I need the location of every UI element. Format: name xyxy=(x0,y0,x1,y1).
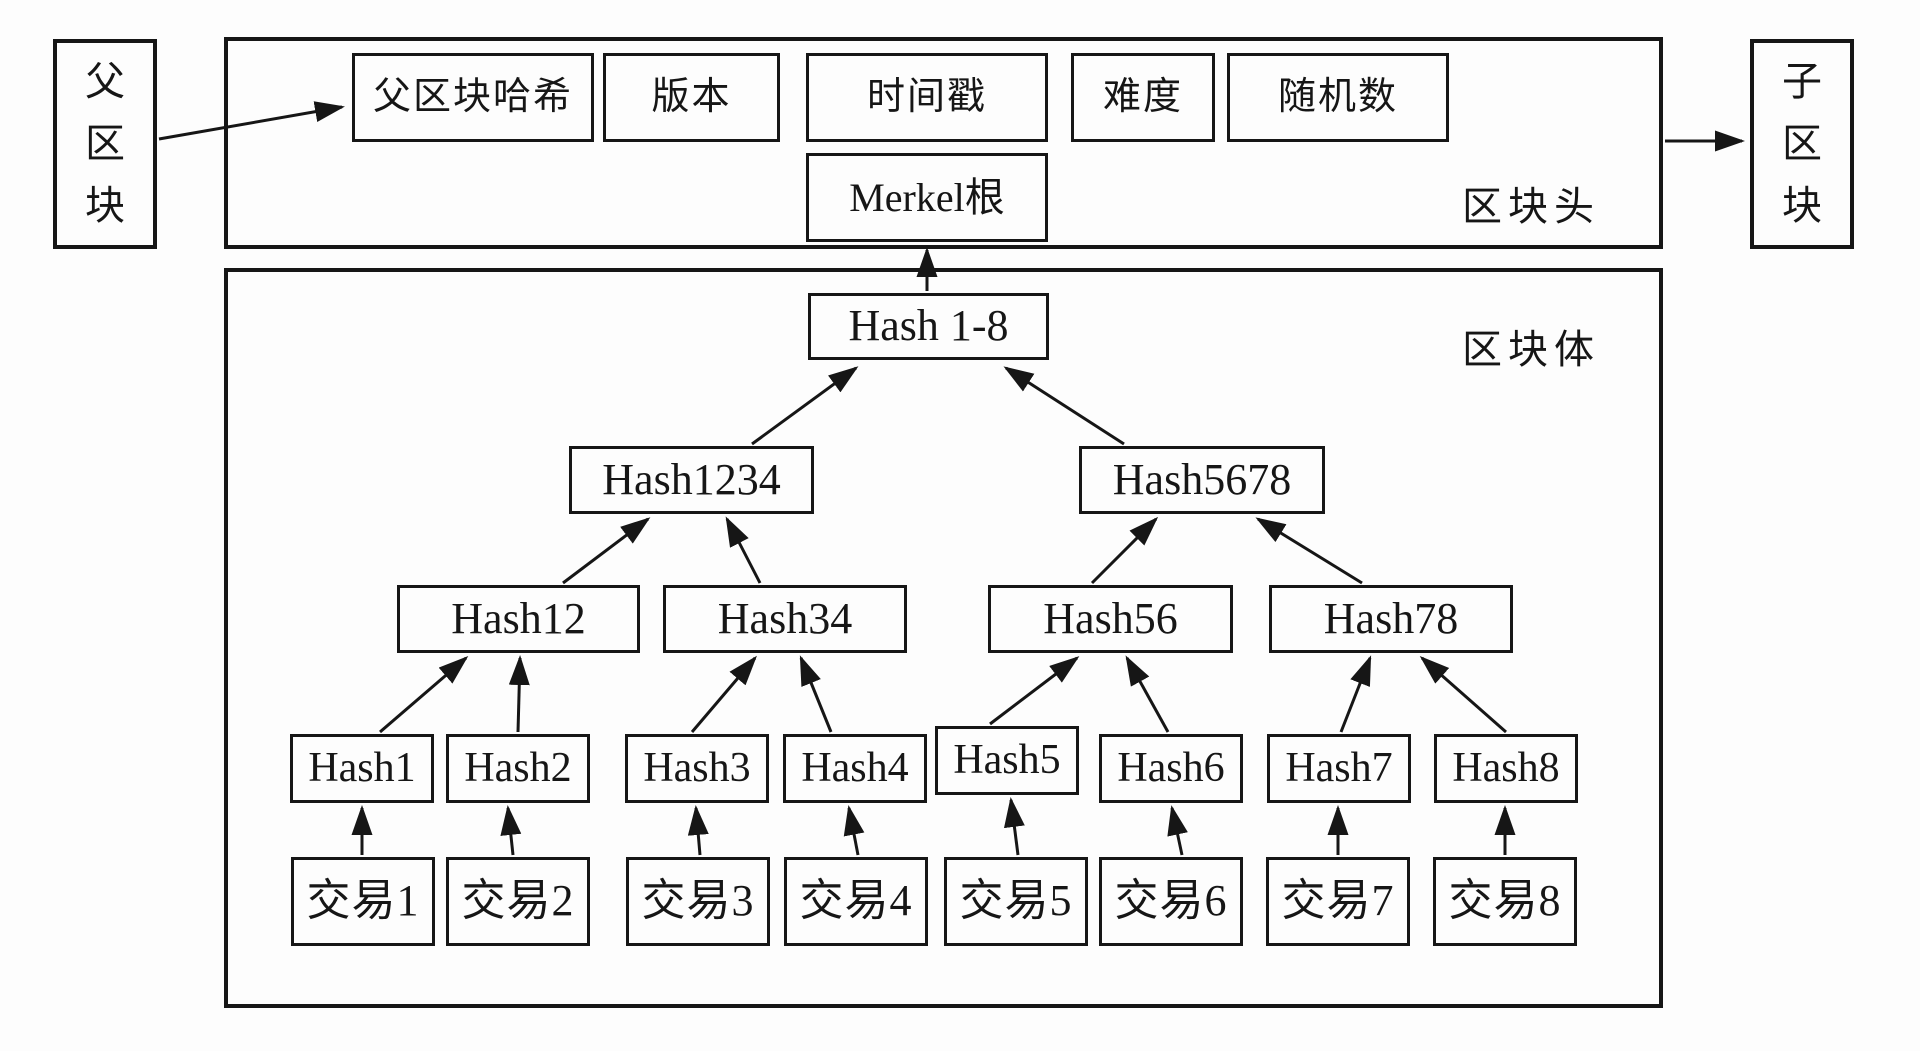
transaction-6: 交易6 xyxy=(1099,857,1243,946)
field-timestamp: 时间戳 xyxy=(806,53,1048,142)
arrow-hash6-to-hash56 xyxy=(1125,655,1170,733)
hash2-leaf: Hash2 xyxy=(446,734,590,803)
hash12-node: Hash12 xyxy=(397,585,640,653)
arrow-hash56-to-hash5678 xyxy=(1090,516,1159,585)
arrow-hash78-to-hash5678 xyxy=(1255,517,1363,585)
transaction-2: 交易2 xyxy=(446,857,590,946)
transaction-1: 交易1 xyxy=(291,857,435,946)
transaction-7: 交易7 xyxy=(1266,857,1410,946)
arrow-tx4-to-hash4 xyxy=(843,805,865,856)
block-header-box xyxy=(224,37,1663,249)
hash6-leaf: Hash6 xyxy=(1099,734,1243,803)
hash4-leaf: Hash4 xyxy=(783,734,927,803)
child-block-label: 子区块 xyxy=(1782,59,1822,228)
arrow-tx2-to-hash2 xyxy=(500,805,522,856)
hash7-leaf: Hash7 xyxy=(1267,734,1411,803)
hash1234-node: Hash1234 xyxy=(569,446,814,514)
arrow-hash2-to-hash12 xyxy=(508,655,530,733)
block-header-label: 区块头 xyxy=(1462,184,1600,229)
hash8-leaf: Hash8 xyxy=(1434,734,1578,803)
block-body-box xyxy=(224,268,1663,1008)
arrow-hash5-to-hash56 xyxy=(989,656,1080,726)
arrow-hash8-to-hash78 xyxy=(1419,656,1507,734)
transaction-5: 交易5 xyxy=(944,857,1088,946)
arrow-hash1234-to-root xyxy=(751,366,859,446)
block-body-label: 区块体 xyxy=(1462,327,1600,372)
arrow-hash5678-to-root xyxy=(1003,366,1125,446)
arrow-tx6-to-hash6 xyxy=(1167,805,1188,856)
transaction-8: 交易8 xyxy=(1433,857,1577,946)
child-block: 子区块 xyxy=(1750,39,1854,249)
arrow-hash34-to-hash1234 xyxy=(725,516,762,584)
arrow-tx3-to-hash3 xyxy=(687,805,709,856)
hash78-node: Hash78 xyxy=(1269,585,1513,653)
field-version: 版本 xyxy=(603,53,780,142)
hash3-leaf: Hash3 xyxy=(625,734,769,803)
field-merkel-root: Merkel根 xyxy=(806,153,1048,242)
hash5678-node: Hash5678 xyxy=(1079,446,1325,514)
transaction-4: 交易4 xyxy=(784,857,928,946)
arrow-tx5-to-hash5 xyxy=(1003,797,1025,856)
arrow-parent-block-to-parent-hash xyxy=(158,101,345,141)
hash5-leaf: Hash5 xyxy=(935,726,1079,795)
transaction-3: 交易3 xyxy=(626,857,770,946)
field-difficulty: 难度 xyxy=(1071,53,1215,142)
hash34-node: Hash34 xyxy=(663,585,907,653)
merkle-root-hash: Hash 1-8 xyxy=(808,293,1049,360)
arrow-hash3-to-hash34 xyxy=(690,655,757,733)
arrow-hash12-to-hash1234 xyxy=(562,517,651,585)
arrow-hash7-to-hash78 xyxy=(1339,655,1372,733)
hash56-node: Hash56 xyxy=(988,585,1233,653)
parent-block-label: 父区块 xyxy=(85,59,125,228)
parent-block: 父区块 xyxy=(53,39,157,249)
field-nonce: 随机数 xyxy=(1227,53,1449,142)
hash1-leaf: Hash1 xyxy=(290,734,434,803)
field-parent-hash: 父区块哈希 xyxy=(352,53,594,142)
arrow-hash4-to-hash34 xyxy=(799,655,833,733)
arrow-hash1-to-hash12 xyxy=(379,656,469,734)
